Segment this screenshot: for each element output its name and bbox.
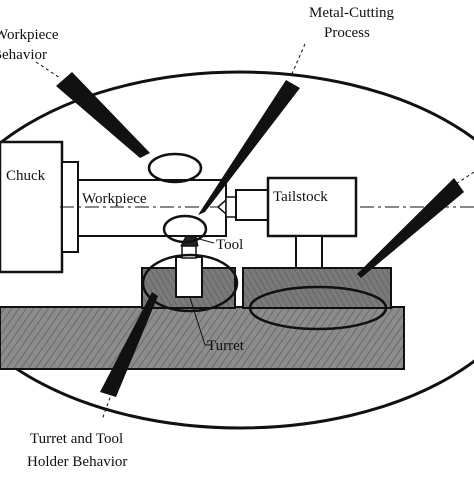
leader-turret	[189, 297, 212, 346]
dash-workpiece-behavior	[35, 61, 61, 79]
chuck-body	[0, 140, 64, 274]
metal-cutting-label-1: Metal-Cutting	[309, 5, 394, 21]
turret-label: Turret	[207, 338, 245, 354]
arrow-metal-cutting	[198, 80, 300, 215]
tailstock-body	[266, 176, 358, 238]
bed-ellipse	[248, 285, 388, 331]
tailstock-support	[295, 235, 323, 269]
turret-ellipse	[141, 253, 239, 313]
dash-right	[455, 171, 474, 185]
dash-turret-holder	[101, 391, 113, 421]
boundary-ellipse	[0, 70, 474, 430]
workpiece-behavior-label-1: Workpiece	[0, 27, 59, 43]
leader-tool	[187, 235, 215, 244]
arrow-right	[357, 178, 464, 278]
workpiece-behavior-label-2: Behavior	[0, 47, 47, 63]
lathe-bed	[0, 306, 405, 370]
tool-label: Tool	[216, 237, 243, 253]
workpiece-label: Workpiece	[82, 191, 147, 207]
dash-metal-cutting	[290, 43, 306, 77]
turret-holder-label-2: Holder Behavior	[27, 454, 127, 470]
cutting-zone-ellipse	[162, 214, 208, 244]
arrow-turret-holder	[100, 292, 158, 397]
tool-holder	[175, 256, 203, 298]
arrow-workpiece-behavior	[56, 72, 150, 158]
metal-cutting-label-2: Process	[324, 25, 370, 41]
chuck-label: Chuck	[6, 168, 46, 184]
tailstock-quill-tip	[225, 196, 237, 218]
workpiece-bar	[77, 179, 227, 237]
turret-holder-label-1: Turret and Tool	[30, 431, 123, 447]
workpiece-behavior-ellipse	[147, 152, 203, 184]
tailstock-quill	[235, 189, 269, 221]
tailstock-label: Tailstock	[273, 189, 328, 205]
